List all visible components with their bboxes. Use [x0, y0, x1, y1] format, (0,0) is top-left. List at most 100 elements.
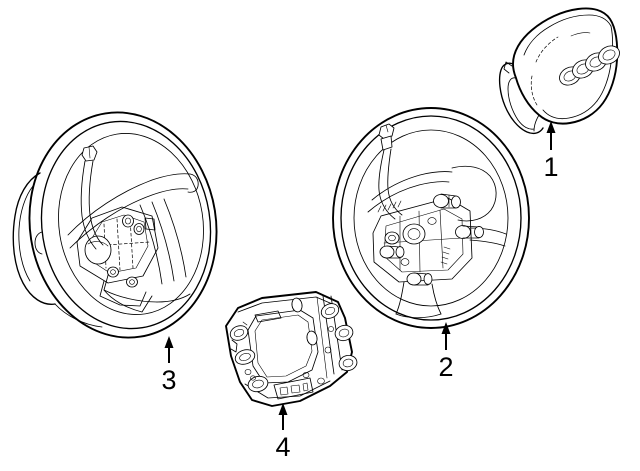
bracket-boss-top-left — [229, 325, 249, 341]
wheel2-serration-strip-lower — [440, 246, 451, 265]
callout-2-number: 2 — [438, 352, 453, 382]
wheel3-lower-pad-right — [156, 293, 191, 303]
bracket-pin-hole-mid — [306, 330, 318, 346]
wheel3-hidden-2 — [116, 218, 121, 271]
bracket-boss-bottom-right — [338, 354, 358, 372]
airbag-cover-left-edge — [498, 62, 544, 135]
airbag-cover-left-seam — [533, 114, 540, 132]
wheel3-spoke-right-c — [163, 198, 187, 278]
wheel2-wire-left — [378, 149, 396, 220]
bracket-hole-small-6 — [317, 377, 325, 385]
wheel3-fastener-c — [107, 266, 119, 278]
wheel2-connector-head — [378, 123, 395, 140]
wheel2-spoke-upper-left-top — [371, 171, 453, 201]
wheel2-wire-right — [387, 148, 403, 216]
part-steering-wheel-angled — [12, 111, 218, 339]
airbag-cover-corner-notch — [503, 61, 513, 74]
wheel2-fastener-bottom — [406, 272, 433, 286]
wheel2-rim-inner-edge — [340, 115, 522, 321]
wheel2-spoke-right-bottom — [469, 239, 506, 247]
wheel3-spoke-upper-tip — [187, 173, 199, 193]
wheel2-hub-plate — [372, 197, 473, 283]
bracket-hole-small-1 — [244, 369, 252, 375]
wheel2-rim-outer — [332, 107, 530, 329]
wheel3-lower-pad-edge — [103, 289, 158, 303]
ring-4-inner — [602, 49, 616, 61]
bracket-edge-tick — [242, 321, 248, 326]
wheel3-rim-inner-edge — [40, 120, 212, 330]
callout-3-number: 3 — [161, 365, 176, 395]
bracket-boss-top-right — [320, 303, 340, 319]
callout-2: 2 — [438, 322, 454, 382]
airbag-cover-parting-line-lower — [530, 75, 538, 106]
bracket-rib-3 — [316, 296, 328, 379]
wheel2-spoke-lower-right — [431, 283, 442, 315]
bracket-hole-small-5 — [302, 372, 310, 378]
wheel3-connector-ridge — [88, 146, 91, 159]
bracket-inner-recess — [247, 309, 319, 384]
wheel2-shaft-collar-outer — [402, 223, 426, 245]
wheel2-fastener-left — [384, 231, 400, 245]
callout-1: 1 — [543, 121, 559, 182]
bracket-top-slot — [254, 310, 282, 323]
wheel3-lower-bracket-arm — [99, 280, 147, 307]
wheel2-spoke-right-top — [469, 227, 507, 235]
airbag-cover-parting-line-upper — [535, 36, 559, 63]
wheel2-hub-plate-inner — [383, 208, 464, 273]
wheel3-hub-boss — [84, 235, 112, 265]
wheel3-wire-left — [80, 160, 97, 250]
wheel3-fastener-b — [133, 223, 145, 235]
airbag-cover-body — [512, 7, 619, 125]
wheel3-hidden-cross — [91, 241, 151, 247]
wheel3-clip-tab — [144, 217, 156, 231]
wheel3-rim-outer — [28, 111, 218, 339]
bracket-boss-mid-left — [234, 349, 256, 365]
callout-1-arrowhead — [546, 121, 556, 133]
wheel2-connector-ridge — [385, 124, 389, 133]
bracket-boss-mid-right — [334, 324, 354, 342]
bracket-left-notch — [230, 339, 238, 353]
wheel3-wire-right — [88, 160, 104, 246]
audi-four-rings-emblem — [559, 45, 620, 86]
wheel2-spoke-lower-left — [395, 281, 405, 315]
wheel3-hub-bracket — [76, 206, 159, 284]
callout-3-arrowhead — [164, 336, 174, 348]
wheel2-wire-connector — [378, 123, 403, 220]
bracket-hole-small-4 — [328, 326, 334, 332]
part-airbag-module-cover — [498, 7, 620, 135]
wheel2-rim-bore — [353, 129, 509, 307]
bracket-pin-hole-upper — [291, 297, 303, 313]
wheel3-spoke-right-b — [151, 201, 175, 282]
callout-4-number: 4 — [275, 432, 290, 462]
wheel2-fastener-lower-left — [379, 245, 405, 259]
callout-3: 3 — [161, 336, 177, 395]
airbag-cover-top-bevel — [523, 14, 612, 56]
wheel2-small-hole — [400, 258, 410, 266]
part-mounting-bracket-plate — [225, 291, 358, 407]
wheel3-fastener-d — [126, 276, 138, 288]
wheel2-hub-rib-3 — [439, 209, 444, 269]
wheel2-connector-body — [380, 135, 393, 151]
wheel3-spoke-right-a — [139, 204, 163, 285]
bracket-hole-small-3 — [324, 346, 332, 354]
bracket-hole-small-2 — [250, 375, 256, 381]
wheel2-shaft-collar-inner — [407, 228, 421, 240]
callout-4: 4 — [275, 403, 291, 462]
airbag-cover-bottom-bevel — [542, 100, 598, 120]
callout-1-number: 1 — [543, 152, 558, 182]
wheel3-rim-side-face — [12, 172, 56, 305]
wheel3-rim-side-notch — [34, 231, 43, 255]
wheel3-fastener-a — [122, 214, 134, 228]
wheel2-upper-right-window — [451, 165, 497, 222]
wheel2-fastener-right — [455, 225, 484, 239]
ring-4 — [598, 45, 620, 65]
airbag-cover-left-inner-edge — [507, 77, 535, 130]
bracket-top-flange — [237, 296, 338, 313]
part-steering-wheel-rear — [332, 107, 530, 329]
wheel3-wire-connector — [80, 145, 104, 250]
wheel3-spoke-upper-top — [67, 173, 191, 236]
airbag-cover-highlight-top — [570, 32, 591, 37]
callout-2-arrowhead — [441, 322, 451, 334]
wheel3-rim-bottom-face — [54, 303, 103, 328]
